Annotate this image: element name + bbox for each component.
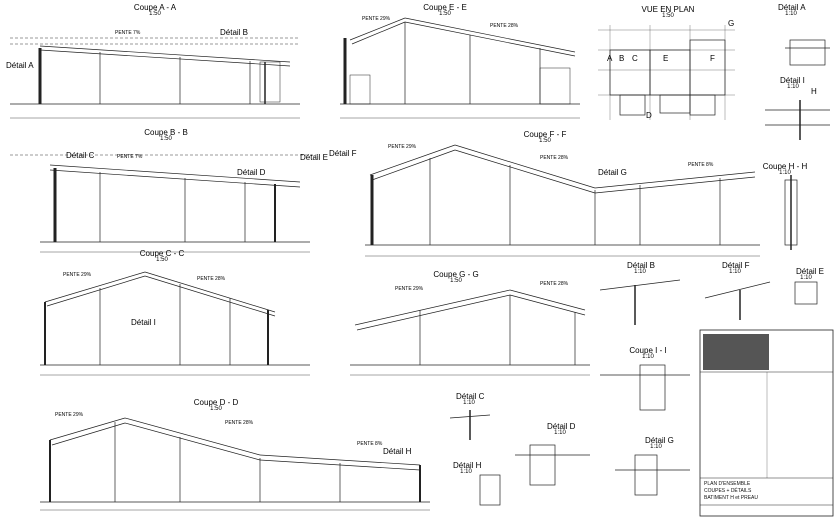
- section-bb-title: Coupe B - B: [144, 128, 188, 137]
- detail-g-title: Détail G: [645, 436, 674, 445]
- detail-a-title: Détail A: [778, 3, 806, 12]
- callout-detail-f: Détail F: [329, 149, 357, 158]
- callout-detail-i: Détail I: [131, 318, 156, 327]
- callout-detail-e: Détail E: [300, 153, 329, 162]
- section-aa-drawing: [10, 37, 300, 119]
- section-hh-title: Coupe H - H: [762, 162, 808, 171]
- callout-detail-g: Détail G: [598, 168, 627, 177]
- section-dd-title: Coupe D - D: [193, 398, 239, 407]
- slope-ee-left: PENTE 29%: [362, 16, 391, 22]
- plan-letter-f: F: [710, 54, 715, 63]
- callout-detail-h: Détail H: [383, 447, 412, 456]
- section-hh-drawing: [784, 175, 798, 250]
- detail-i-scale: 1:10: [787, 84, 799, 90]
- slope-gg-left: PENTE 29%: [395, 286, 424, 292]
- section-ff-drawing: [365, 144, 760, 257]
- plan-scale: 1:50: [662, 13, 674, 19]
- section-ee-scale: 1:50: [439, 11, 451, 17]
- detail-h-title: Détail H: [453, 461, 482, 470]
- detail-d-title: Détail D: [547, 422, 576, 431]
- title-block-project: PLAN D'ENSEMBLE: [704, 481, 751, 487]
- detail-i-title: Détail I: [780, 76, 805, 85]
- section-aa-title: Coupe A - A: [133, 3, 177, 12]
- detail-e-title: Détail E: [796, 267, 825, 276]
- detail-b-title: Détail B: [627, 261, 656, 270]
- section-ff-title: Coupe F - F: [523, 130, 567, 139]
- plan-letter-b: B: [619, 54, 625, 63]
- slope-dd-right: PENTE 8%: [357, 441, 383, 447]
- section-bb-scale: 1:50: [160, 136, 172, 142]
- section-ee-title: Coupe E - E: [423, 3, 467, 12]
- detail-i-drawing: [765, 100, 830, 140]
- details-bottom-drawing: [449, 364, 690, 506]
- detail-d-scale: 1:10: [554, 430, 566, 436]
- slope-dd-mid: PENTE 28%: [225, 420, 254, 426]
- section-dd-scale: 1:50: [210, 406, 222, 412]
- detail-c-title: Détail C: [456, 392, 485, 401]
- section-bb-drawing: [10, 154, 320, 253]
- plan-letter-e: E: [663, 54, 669, 63]
- callout-detail-d: Détail D: [237, 168, 266, 177]
- detail-g-scale: 1:10: [650, 444, 662, 450]
- plan-letter-a: A: [607, 54, 613, 63]
- slope-bb: PENTE 7%: [117, 154, 143, 160]
- section-gg-scale: 1:50: [450, 278, 462, 284]
- section-cc-title: Coupe C - C: [139, 249, 185, 258]
- section-ii-scale: 1:10: [642, 354, 654, 360]
- callout-detail-a: Détail A: [6, 61, 34, 70]
- details-bfe-drawing: [599, 279, 818, 325]
- plan-letter-c: C: [632, 54, 638, 63]
- section-gg-title: Coupe G - G: [433, 270, 479, 279]
- section-cc-drawing: [40, 271, 310, 376]
- detail-b-scale: 1:10: [634, 269, 646, 275]
- section-dd-drawing: [40, 417, 430, 511]
- detail-c-scale: 1:10: [463, 400, 475, 406]
- plan-letter-g: G: [728, 19, 735, 28]
- slope-ff-left: PENTE 29%: [388, 144, 417, 150]
- detail-a-scale: 1:10: [785, 11, 797, 17]
- slope-cc-left: PENTE 29%: [63, 272, 92, 278]
- slope-gg-right: PENTE 28%: [540, 281, 569, 287]
- slope-ee-right: PENTE 28%: [490, 23, 519, 29]
- detail-f-title: Détail F: [722, 261, 750, 270]
- section-gg-drawing: [350, 289, 590, 376]
- section-aa-scale: 1:50: [149, 11, 161, 17]
- slope-cc-right: PENTE 28%: [197, 276, 226, 282]
- callout-detail-b: Détail B: [220, 28, 249, 37]
- detail-f-scale: 1:10: [729, 269, 741, 275]
- section-ii-title: Coupe I - I: [629, 346, 667, 355]
- callout-detail-c: Détail C: [66, 151, 95, 160]
- plan-title: VUE EN PLAN: [641, 5, 695, 14]
- plan-view-drawing: [598, 25, 735, 120]
- detail-a-drawing: [785, 39, 830, 66]
- slope-aa: PENTE 7%: [115, 30, 141, 36]
- section-cc-scale: 1:50: [156, 257, 168, 263]
- slope-dd-left: PENTE 29%: [55, 412, 84, 418]
- section-ff-scale: 1:50: [539, 138, 551, 144]
- title-block-line2: COUPES + DÉTAILS: [704, 488, 752, 494]
- plan-letter-h: H: [811, 87, 817, 96]
- plan-letter-d: D: [646, 111, 652, 120]
- slope-ff-right: PENTE 8%: [688, 162, 714, 168]
- slope-ff-mid: PENTE 28%: [540, 155, 569, 161]
- detail-h-scale: 1:10: [460, 469, 472, 475]
- title-block-frame: [699, 329, 834, 517]
- section-hh-scale: 1:10: [779, 170, 791, 176]
- section-ee-drawing: [340, 17, 580, 119]
- detail-e-scale: 1:10: [800, 275, 812, 281]
- title-block-line3: BATIMENT H et PREAU: [704, 495, 758, 501]
